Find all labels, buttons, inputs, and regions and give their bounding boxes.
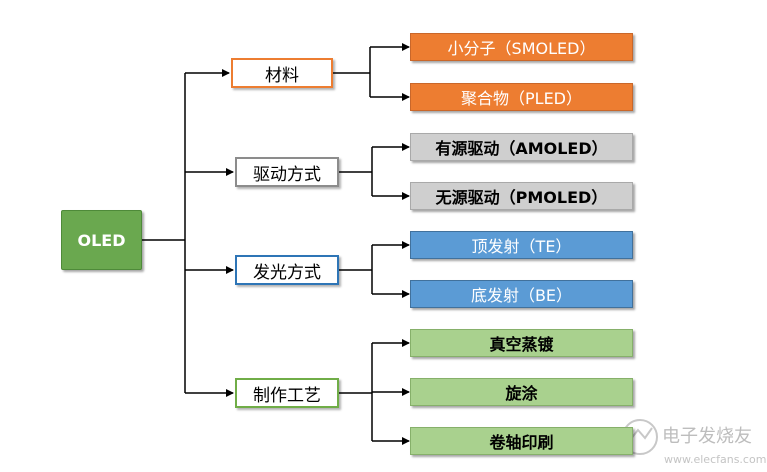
leaf-label: 卷轴印刷	[489, 433, 554, 452]
leaf-vacuum-evaporation: 真空蒸镀	[410, 329, 633, 357]
category-drive-mode: 驱动方式	[235, 157, 339, 187]
leaf-bottom-emission: 底发射（BE）	[410, 280, 633, 308]
leaf-label: 底发射（BE）	[470, 286, 573, 305]
leaf-label: 真空蒸镀	[489, 335, 554, 354]
leaf-passive-matrix: 无源驱动（PMOLED）	[410, 182, 633, 210]
category-label: 制作工艺	[253, 385, 321, 406]
leaf-active-matrix: 有源驱动（AMOLED）	[410, 133, 633, 161]
leaf-roll-to-roll-printing: 卷轴印刷	[410, 427, 633, 455]
leaf-label: 旋涂	[505, 384, 538, 403]
root-label: OLED	[77, 230, 126, 250]
category-materials: 材料	[231, 58, 333, 88]
category-emission-mode: 发光方式	[235, 255, 339, 285]
leaf-label: 顶发射（TE）	[471, 237, 572, 256]
category-fabrication: 制作工艺	[235, 378, 339, 408]
category-label: 驱动方式	[253, 164, 321, 185]
leaf-small-molecule: 小分子（SMOLED）	[410, 33, 633, 61]
leaf-label: 小分子（SMOLED）	[447, 39, 596, 58]
leaf-label: 无源驱动（PMOLED）	[435, 188, 608, 207]
category-label: 发光方式	[253, 262, 321, 283]
category-label: 材料	[265, 65, 299, 86]
leaf-label: 有源驱动（AMOLED）	[435, 139, 608, 158]
leaf-polymer: 聚合物（PLED）	[410, 83, 633, 111]
leaf-label: 聚合物（PLED）	[461, 89, 582, 108]
leaf-top-emission: 顶发射（TE）	[410, 231, 633, 259]
watermark-url: www.elecfans.com	[664, 453, 766, 466]
root-node-oled: OLED	[61, 210, 142, 270]
watermark-title: 电子发烧友	[662, 426, 752, 447]
leaf-spin-coating: 旋涂	[410, 378, 633, 406]
watermark-logo: 电子发烧友 www.elecfans.com	[622, 419, 766, 466]
